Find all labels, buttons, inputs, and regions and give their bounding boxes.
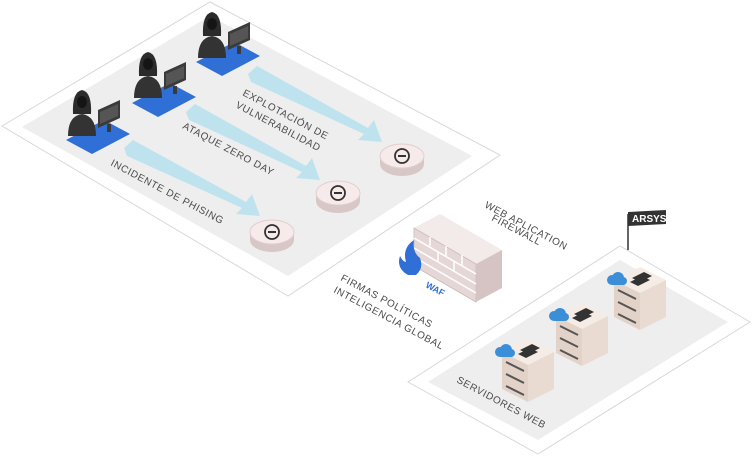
arrow-phishing: [124, 140, 260, 216]
brick-wall-icon: [413, 214, 502, 303]
attacker-3: [196, 12, 260, 76]
arrow-exploit: [248, 66, 382, 142]
attacker-1: [66, 90, 130, 154]
flame-icon: [399, 240, 422, 275]
firewall: WAF: [399, 214, 502, 303]
attack-arrows: [124, 66, 382, 216]
block-icon: [379, 143, 425, 177]
attacker-2: [132, 52, 196, 117]
arsys-flag: ARSYS: [627, 210, 667, 250]
arsys-flag-text: ARSYS: [632, 214, 667, 225]
block-icon: [315, 180, 361, 214]
firewall-title-1: WEB APLICATION: [483, 200, 570, 253]
arrow-zero-day: [186, 104, 320, 180]
block-icon: [249, 219, 295, 253]
